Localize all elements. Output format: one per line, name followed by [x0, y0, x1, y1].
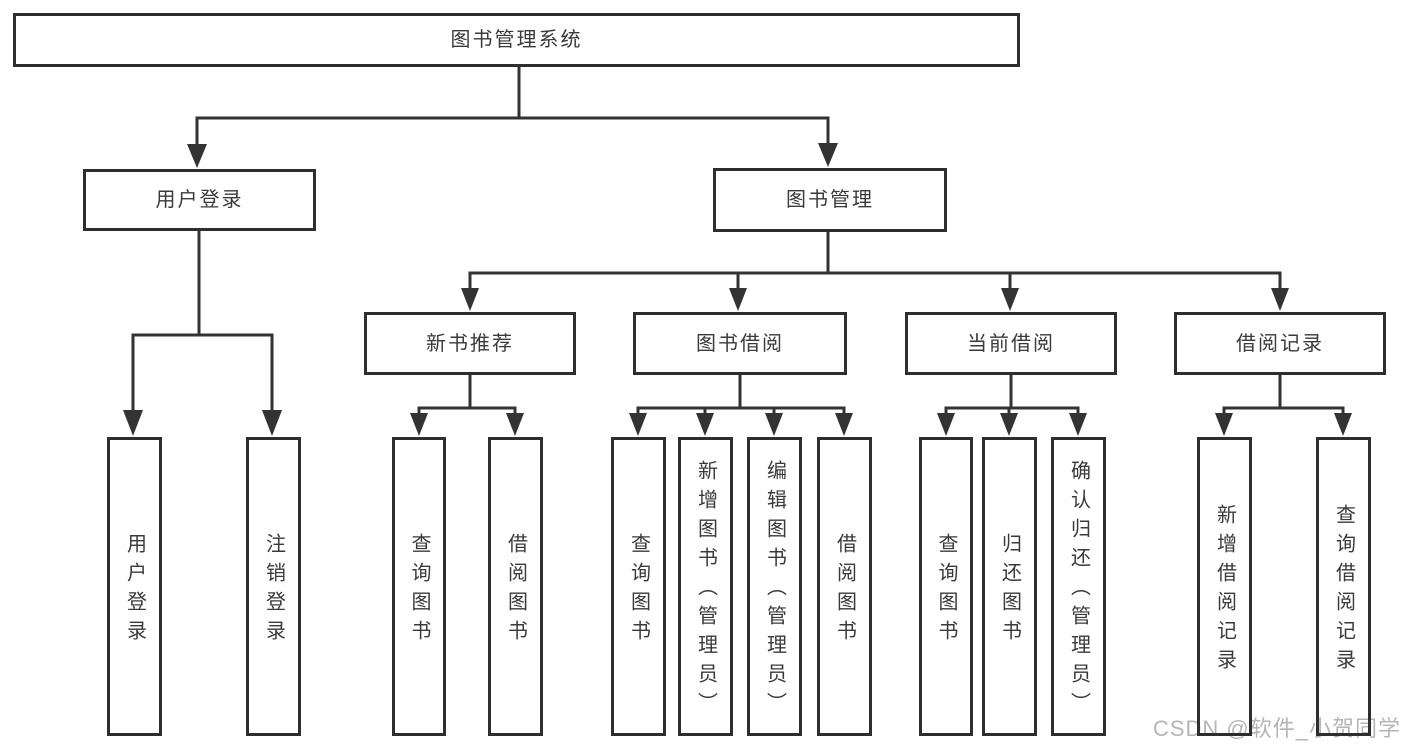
- leaf-query-books-borrow: 查询图书: [611, 437, 666, 736]
- leaf-borrow-books-recommend: 借阅图书: [488, 437, 543, 736]
- leaf-add-books-admin: 新增图书（管理员）: [678, 437, 733, 736]
- node-current-borrow: 当前借阅: [905, 312, 1117, 375]
- node-user-login: 用户登录: [83, 169, 316, 231]
- node-book-borrow: 图书借阅: [633, 312, 847, 375]
- node-new-book-recommend: 新书推荐: [364, 312, 576, 375]
- node-library-system: 图书管理系统: [13, 13, 1020, 67]
- node-borrow-records: 借阅记录: [1174, 312, 1386, 375]
- leaf-query-borrow-record: 查询借阅记录: [1316, 437, 1371, 736]
- leaf-borrow-books: 借阅图书: [817, 437, 872, 736]
- node-book-management: 图书管理: [713, 168, 947, 232]
- leaf-user-login: 用户登录: [107, 437, 162, 736]
- leaf-logout: 注销登录: [246, 437, 301, 736]
- leaf-confirm-return-admin: 确认归还（管理员）: [1051, 437, 1106, 736]
- leaf-edit-books-admin: 编辑图书（管理员）: [747, 437, 802, 736]
- leaf-query-books-current: 查询图书: [919, 437, 973, 736]
- leaf-return-books: 归还图书: [982, 437, 1037, 736]
- watermark: CSDN @软件_小贺同学: [1152, 716, 1401, 741]
- leaf-add-borrow-record: 新增借阅记录: [1197, 437, 1252, 736]
- leaf-query-books-recommend: 查询图书: [392, 437, 446, 736]
